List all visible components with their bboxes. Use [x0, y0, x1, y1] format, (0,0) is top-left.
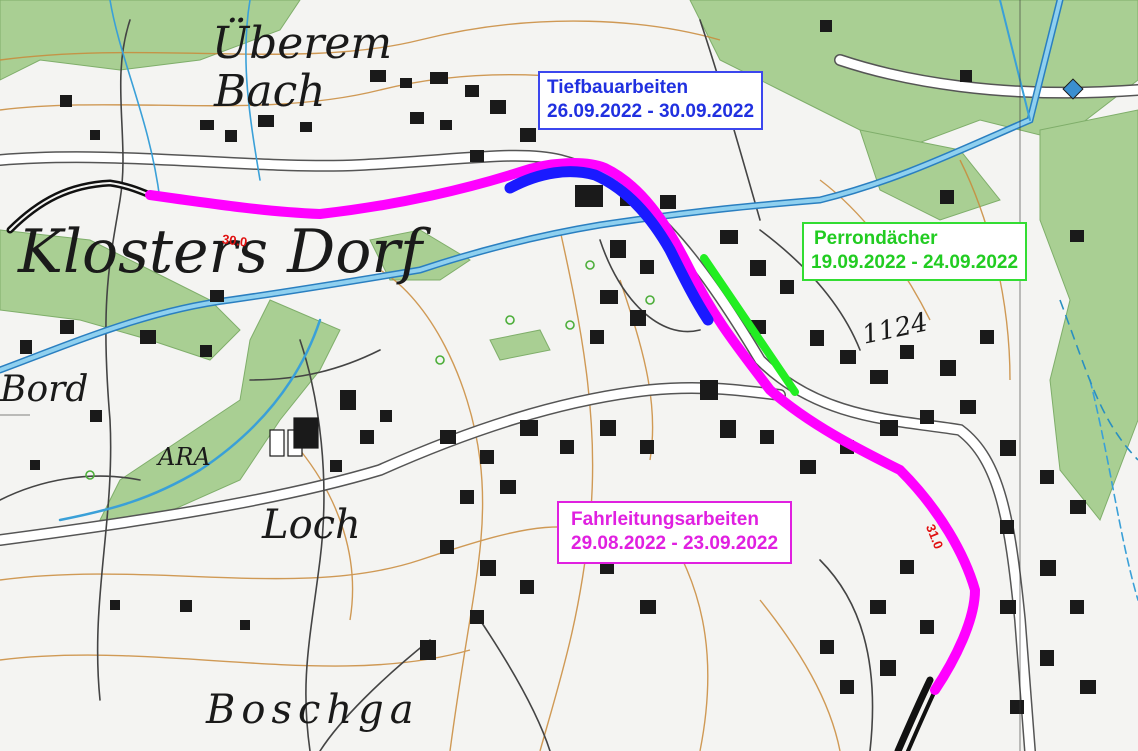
treatment-plant-icon: [269, 417, 319, 457]
callout-perron-dates: 19.09.2022 - 24.09.2022: [811, 252, 1019, 273]
place-boschga: Boschga: [206, 687, 420, 733]
place-bord: Bord: [0, 369, 89, 410]
callout-perron-title: Perrondächer: [814, 228, 938, 249]
tree-markers: [85, 260, 655, 480]
callout-perron[interactable]: Perrondächer 19.09.2022 - 24.09.2022: [802, 222, 1028, 281]
tiefbau-route[interactable]: [504, 166, 714, 326]
place-loch: Loch: [262, 502, 361, 548]
place-ara: ARA: [158, 443, 211, 471]
survey-point-icon: [1062, 78, 1084, 100]
perron-segment[interactable]: [700, 254, 799, 396]
place-uberem: Überem: [212, 18, 393, 69]
river-icon: [0, 0, 1138, 601]
fahrleitung-route[interactable]: [145, 158, 980, 695]
callout-fahrleitung-title: Fahrleitungsarbeiten: [571, 509, 759, 530]
callout-tiefbau[interactable]: Tiefbauarbeiten 26.09.2022 - 30.09.2022: [538, 71, 764, 130]
callout-tiefbau-title: Tiefbauarbeiten: [547, 77, 689, 98]
place-bach: Bach: [214, 66, 326, 117]
km-marker-30: 30.0: [221, 231, 249, 250]
callout-tiefbau-dates: 26.09.2022 - 30.09.2022: [547, 101, 755, 122]
callout-fahrleitung[interactable]: Fahrleitungsarbeiten 29.08.2022 - 23.09.…: [557, 501, 793, 564]
place-klosters-dorf: Klosters Dorf: [18, 217, 423, 287]
map-grid: [0, 0, 1021, 751]
callout-fahrleitung-dates: 29.08.2022 - 23.09.2022: [571, 533, 779, 554]
rail-line-icon: [6, 179, 942, 751]
boundary-line: [1059, 299, 1138, 461]
building-icon: [20, 20, 1096, 714]
